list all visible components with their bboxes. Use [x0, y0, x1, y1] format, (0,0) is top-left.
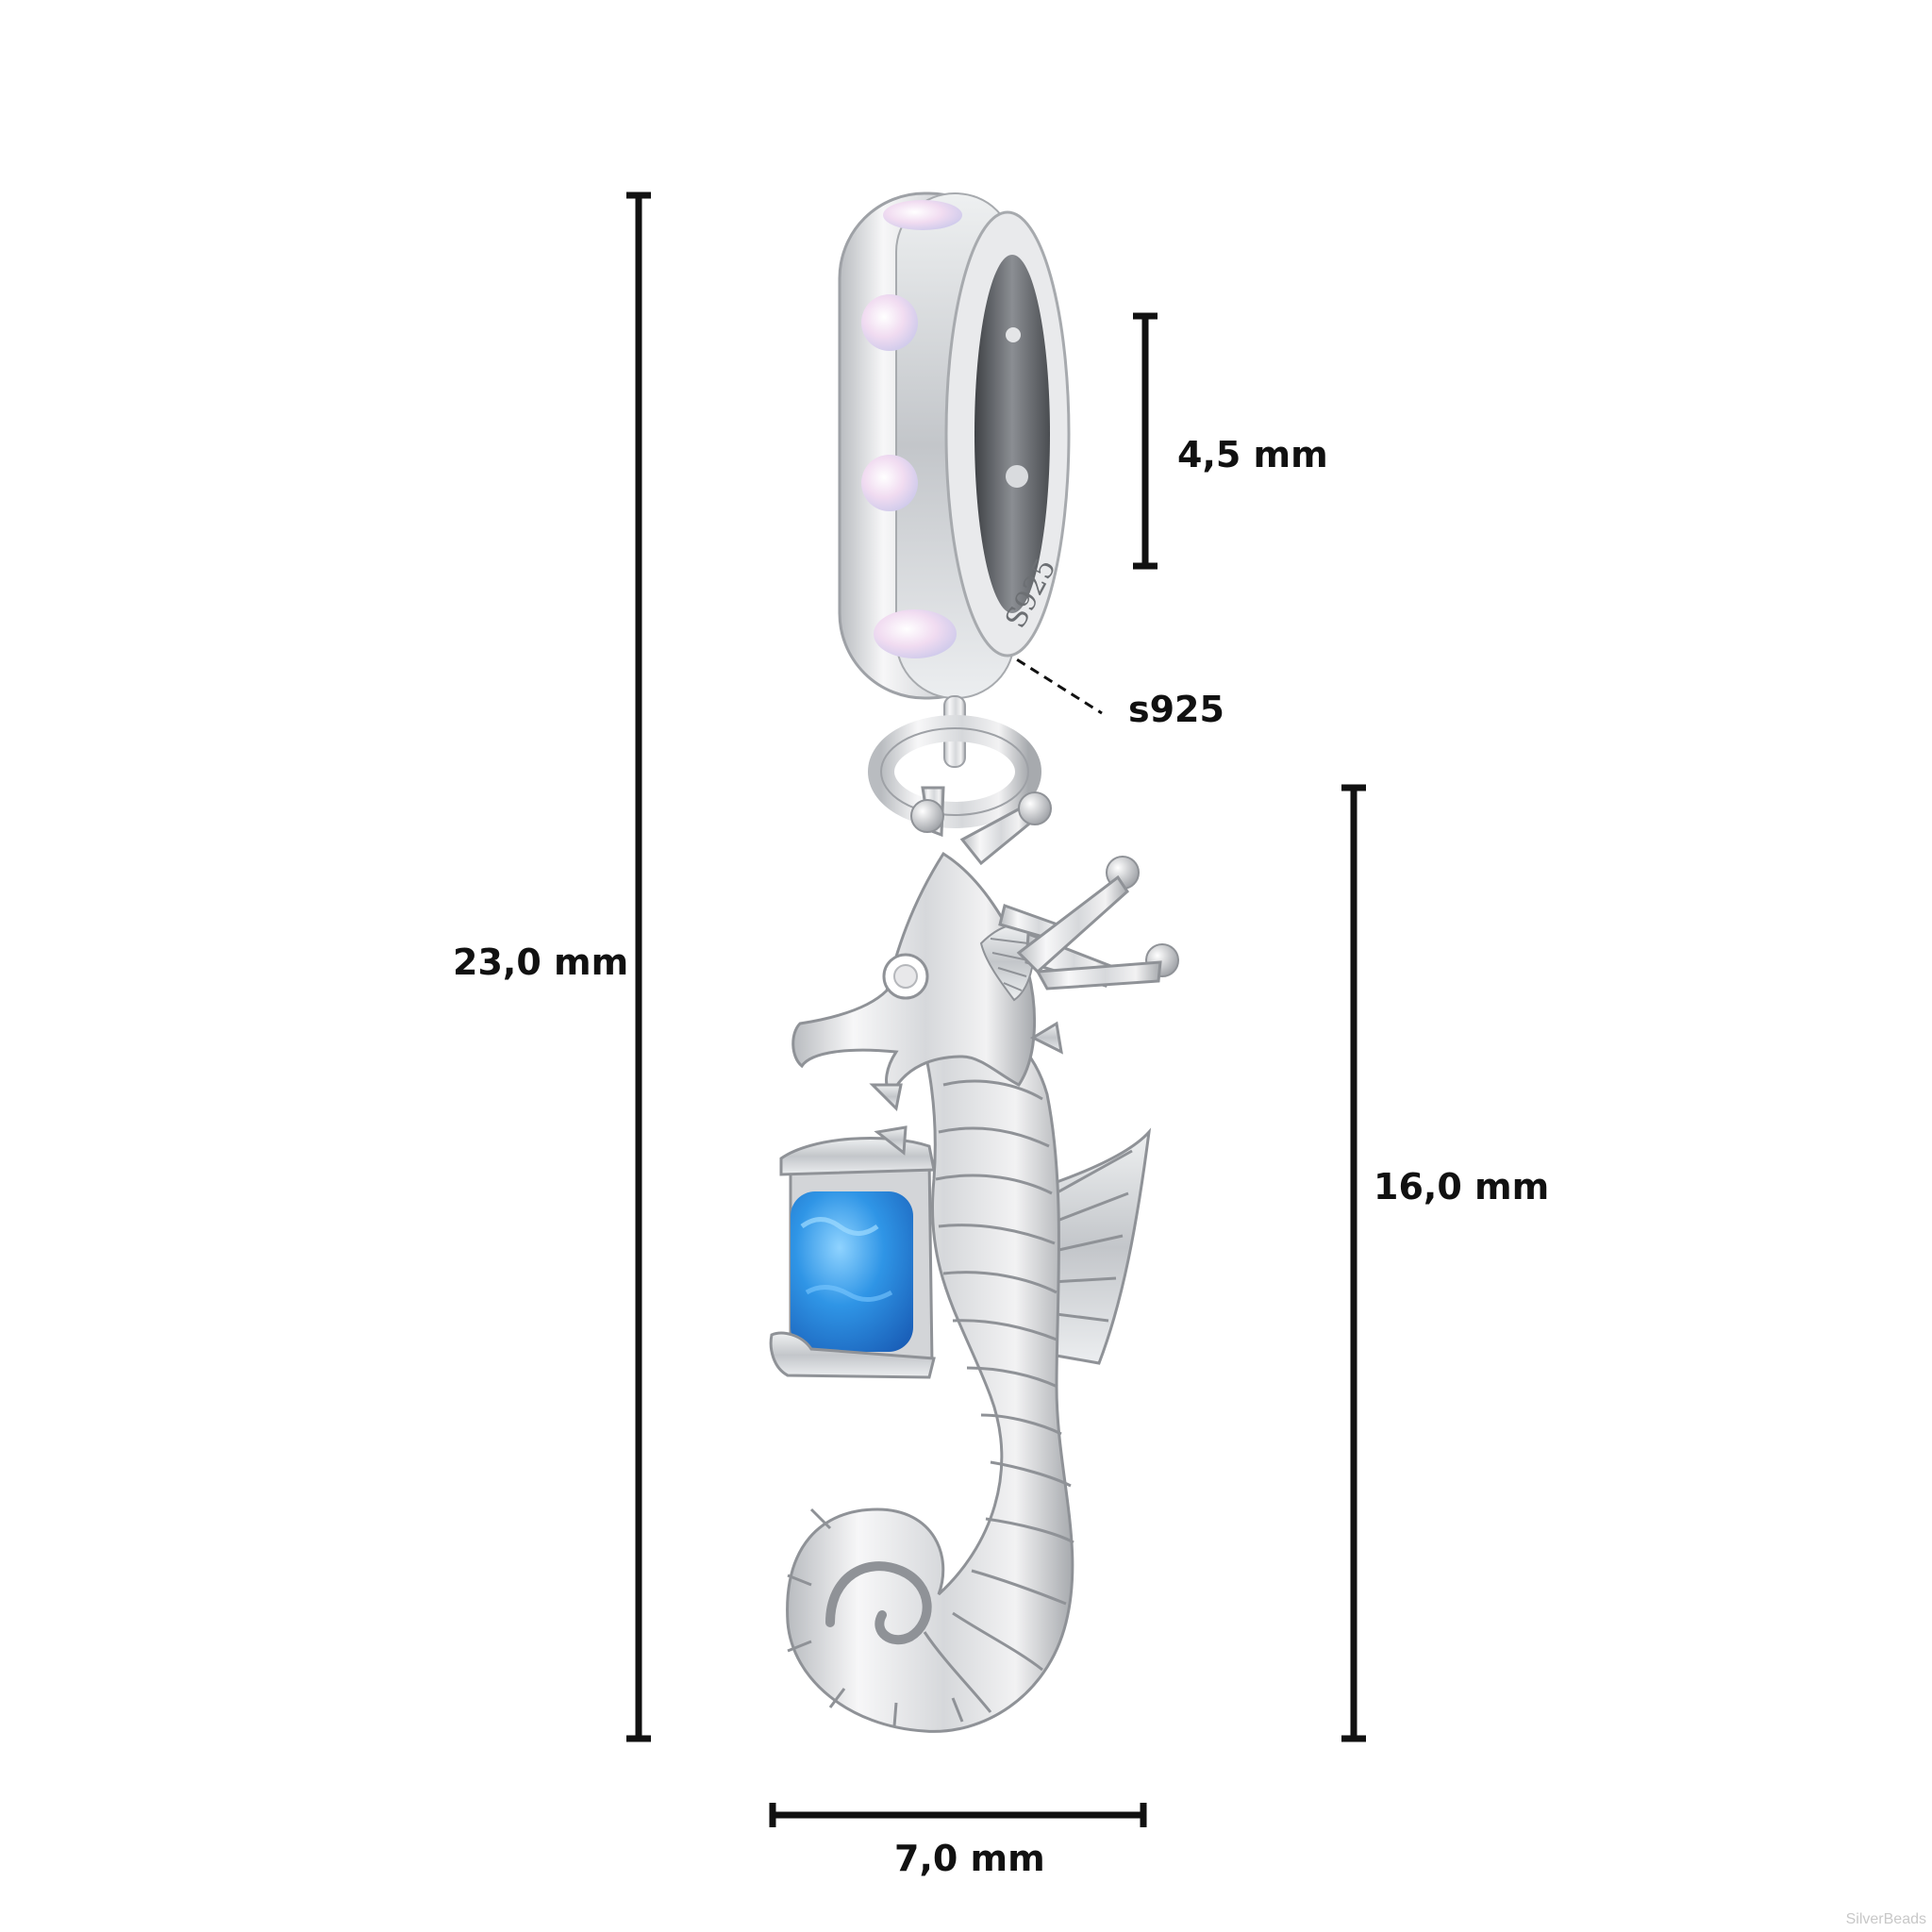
- watermark: SilverBeads: [1845, 1911, 1926, 1927]
- dimension-line-pendant-height: [1341, 784, 1366, 1742]
- opal-stone-2: [861, 294, 918, 351]
- total-height-label: 23,0 mm: [453, 941, 629, 983]
- spacer-bead: S925: [838, 192, 1071, 700]
- seahorse-pendant: [769, 786, 1179, 1733]
- crown-ball-1: [910, 799, 944, 833]
- crown-ball-2: [1018, 791, 1052, 825]
- bead-hole: [974, 255, 1050, 613]
- connector-bail: [868, 695, 1041, 828]
- opal-stone-3: [861, 455, 918, 511]
- seahorse-tail-curl: [825, 1561, 932, 1645]
- marking-label: s925: [1128, 689, 1224, 730]
- hole-diameter-label: 4,5 mm: [1177, 434, 1328, 475]
- dimension-line-total-height: [626, 192, 651, 1742]
- width-label: 7,0 mm: [894, 1838, 1045, 1879]
- dimension-line-width: [769, 1803, 1147, 1827]
- opal-stone-1: [883, 200, 962, 230]
- dimension-line-hole-diameter: [1133, 312, 1158, 570]
- opal-belly-stone: [769, 1136, 936, 1379]
- pendant-height-label: 16,0 mm: [1374, 1166, 1550, 1208]
- opal-stone-4: [874, 609, 957, 658]
